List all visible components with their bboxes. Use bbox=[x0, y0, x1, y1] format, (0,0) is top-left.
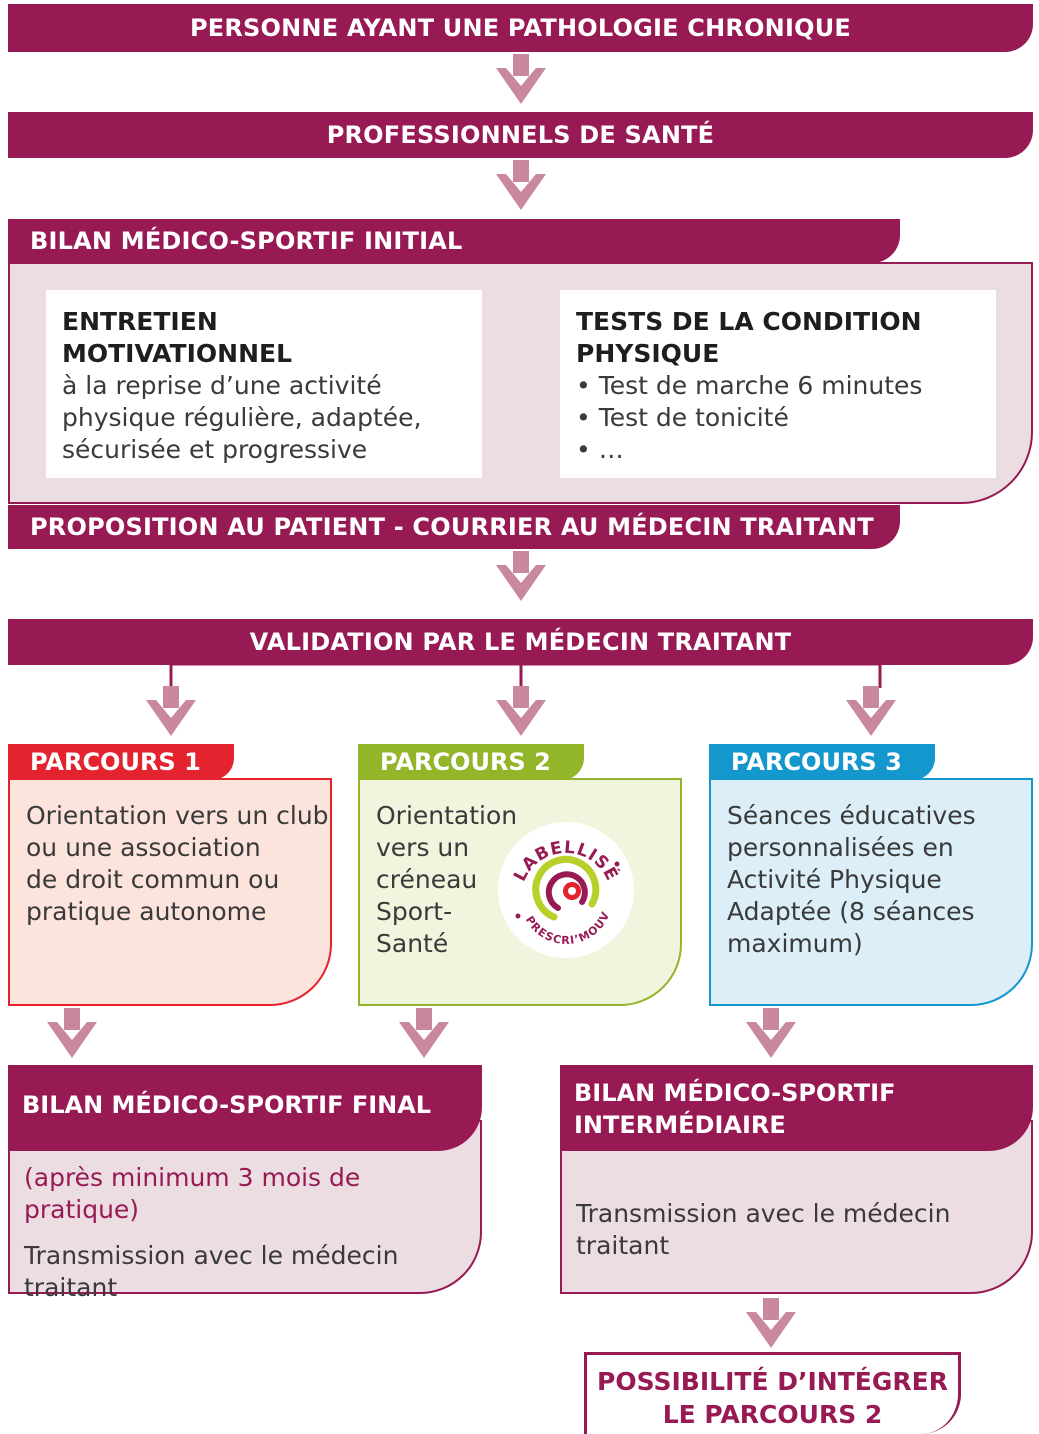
parcours-1-box: Orientation vers un club ou une associat… bbox=[8, 778, 332, 1006]
interview-text-line3: sécurisée et progressive bbox=[62, 435, 368, 464]
parcours-1-line: pratique autonome bbox=[26, 897, 267, 926]
intermediate-assessment-line1: Transmission avec le médecin bbox=[576, 1199, 951, 1228]
parcours-1-tab: PARCOURS 1 bbox=[8, 744, 234, 780]
parcours-2-label: PARCOURS 2 bbox=[380, 748, 551, 776]
branch-connector bbox=[169, 662, 882, 688]
final-assessment-line2: traitant bbox=[24, 1273, 118, 1302]
interview-title-line2: MOTIVATIONNEL bbox=[62, 339, 293, 368]
possibility-line1: POSSIBILITÉ D’INTÉGRER bbox=[597, 1367, 948, 1396]
initial-assessment-title: BILAN MÉDICO-SPORTIF INITIAL bbox=[30, 227, 463, 255]
tests-item: • Test de tonicité bbox=[576, 403, 789, 432]
parcours-1-line: Orientation vers un club bbox=[26, 801, 329, 830]
patient-step-label: PERSONNE AYANT UNE PATHOLOGIE CHRONIQUE bbox=[189, 14, 851, 42]
proposition-bar: PROPOSITION AU PATIENT - COURRIER AU MÉD… bbox=[8, 505, 900, 549]
possibility-line2: LE PARCOURS 2 bbox=[662, 1400, 883, 1429]
parcours-3-line: Adaptée (8 séances bbox=[727, 897, 975, 926]
validation-label: VALIDATION PAR LE MÉDECIN TRAITANT bbox=[249, 628, 792, 656]
parcours-3-label: PARCOURS 3 bbox=[731, 748, 902, 776]
parcours-1-line: de droit commun ou bbox=[26, 865, 280, 894]
professionals-step-label: PROFESSIONNELS DE SANTÉ bbox=[326, 121, 715, 149]
parcours-3-line: personnalisées en bbox=[727, 833, 954, 862]
parcours-3-tab: PARCOURS 3 bbox=[709, 744, 935, 780]
parcours-3-box: Séances éducatives personnalisées en Act… bbox=[709, 778, 1033, 1006]
down-arrow-icon bbox=[496, 686, 546, 736]
tests-title-line2: PHYSIQUE bbox=[576, 339, 720, 368]
patient-step-bar: PERSONNE AYANT UNE PATHOLOGIE CHRONIQUE bbox=[8, 4, 1033, 52]
physical-tests-card: TESTS DE LA CONDITION PHYSIQUE • Test de… bbox=[560, 290, 996, 478]
parcours-1-line: ou une association bbox=[26, 833, 261, 862]
motivational-interview-card: ENTRETIEN MOTIVATIONNEL à la reprise d’u… bbox=[46, 290, 482, 478]
down-arrow-icon bbox=[496, 54, 546, 104]
prescrimouv-badge: LABELLISÉ PRESCRI’MOUV bbox=[498, 822, 634, 958]
tests-item: • Test de marche 6 minutes bbox=[576, 371, 923, 400]
down-arrow-icon bbox=[399, 1008, 449, 1058]
down-arrow-icon bbox=[746, 1008, 796, 1058]
parcours-2-line: Santé bbox=[376, 929, 449, 958]
parcours-1-label: PARCOURS 1 bbox=[30, 748, 201, 776]
possibility-box: POSSIBILITÉ D’INTÉGRER LE PARCOURS 2 bbox=[584, 1352, 961, 1434]
parcours-2-line: Orientation bbox=[376, 801, 518, 830]
down-arrow-icon bbox=[746, 1298, 796, 1348]
intermediate-assessment-title-line2: INTERMÉDIAIRE bbox=[574, 1111, 786, 1139]
interview-title-line1: ENTRETIEN bbox=[62, 307, 218, 336]
down-arrow-icon bbox=[146, 686, 196, 736]
final-assessment-note: (après minimum 3 mois de pratique) bbox=[24, 1163, 361, 1224]
down-arrow-icon bbox=[47, 1008, 97, 1058]
interview-text-line1: à la reprise d’une activité bbox=[62, 371, 382, 400]
tests-title-line1: TESTS DE LA CONDITION bbox=[576, 307, 922, 336]
parcours-3-line: Activité Physique bbox=[727, 865, 942, 894]
down-arrow-icon bbox=[846, 686, 896, 736]
final-assessment-title: BILAN MÉDICO-SPORTIF FINAL bbox=[22, 1091, 432, 1119]
intermediate-assessment-line2: traitant bbox=[576, 1231, 670, 1260]
initial-assessment-title-bar: BILAN MÉDICO-SPORTIF INITIAL bbox=[8, 219, 900, 263]
interview-text-line2: physique régulière, adaptée, bbox=[62, 403, 422, 432]
down-arrow-icon bbox=[496, 551, 546, 601]
intermediate-assessment-title-bar: BILAN MÉDICO-SPORTIF INTERMÉDIAIRE bbox=[560, 1065, 1033, 1151]
parcours-2-line: vers un bbox=[376, 833, 470, 862]
final-assessment-line1: Transmission avec le médecin bbox=[24, 1241, 399, 1270]
parcours-2-tab: PARCOURS 2 bbox=[358, 744, 584, 780]
final-assessment-title-bar: BILAN MÉDICO-SPORTIF FINAL bbox=[8, 1065, 482, 1151]
validation-bar: VALIDATION PAR LE MÉDECIN TRAITANT bbox=[8, 619, 1033, 665]
tests-item: • … bbox=[576, 435, 624, 464]
parcours-2-line: créneau bbox=[376, 865, 478, 894]
proposition-label: PROPOSITION AU PATIENT - COURRIER AU MÉD… bbox=[30, 513, 874, 541]
parcours-2-line: Sport- bbox=[376, 897, 453, 926]
parcours-3-line: maximum) bbox=[727, 929, 863, 958]
parcours-3-line: Séances éducatives bbox=[727, 801, 976, 830]
intermediate-assessment-title-line1: BILAN MÉDICO-SPORTIF bbox=[574, 1079, 896, 1107]
professionals-step-bar: PROFESSIONNELS DE SANTÉ bbox=[8, 112, 1033, 158]
down-arrow-icon bbox=[496, 160, 546, 210]
